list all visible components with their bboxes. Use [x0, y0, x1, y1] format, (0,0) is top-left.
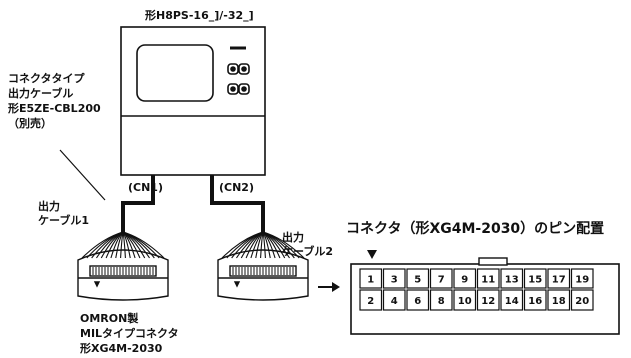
pin-cell: [406, 289, 430, 311]
cables: [121, 175, 265, 232]
pin-number: 7: [438, 275, 445, 286]
connector-note-line-2: MILタイプコネクタ: [80, 327, 179, 340]
pin-number: 14: [505, 296, 519, 307]
pin-number: 12: [481, 296, 495, 307]
pin-number: 10: [458, 296, 472, 307]
model-label: 形H8PS-16_]/-32_]: [145, 9, 254, 22]
pin-cell: [500, 268, 524, 289]
connector-note-line-1: OMRON製: [80, 312, 139, 325]
cable1-label-line-1: 出力: [38, 200, 60, 213]
cable-note-line-1: コネクタタイプ: [8, 72, 85, 85]
pin-number: 17: [552, 275, 566, 286]
cable2-label-line-2: ケーブル2: [282, 245, 333, 258]
note-leader: [59, 149, 106, 201]
pin-cell: [523, 289, 547, 311]
key-tab: [478, 257, 508, 266]
pin-number: 6: [414, 296, 421, 307]
pin-number: 8: [438, 296, 445, 307]
pin-cell: [500, 289, 524, 311]
mil-connector-1: [77, 249, 169, 301]
pin-number: 15: [528, 275, 542, 286]
pin-number: 3: [391, 275, 398, 286]
pin-cell: [429, 289, 453, 311]
pin-number: 16: [528, 296, 542, 307]
pin-number: 9: [461, 275, 468, 286]
pin-number: 11: [481, 275, 495, 286]
pin-cell: [382, 268, 406, 289]
pin-cell: [523, 268, 547, 289]
pin-number: 1: [367, 275, 374, 286]
pin-number: 2: [367, 296, 374, 307]
pin-number: 20: [575, 296, 589, 307]
cable1-label-line-2: ケーブル1: [38, 214, 89, 227]
pin1-marker: [367, 250, 377, 259]
cable-note-line-2: 出力ケーブル: [8, 87, 74, 100]
pin-cell: [476, 289, 500, 311]
cable2-label-line-1: 出力: [282, 231, 304, 244]
cn2-label: (CN2): [219, 181, 254, 194]
pin-cell: [382, 289, 406, 311]
pin-layout-title: コネクタ（形XG4M-2030）のピン配置: [346, 221, 605, 237]
pin-cell: [570, 268, 594, 289]
cable-note-line-3: 形E5ZE-CBL200: [8, 102, 101, 115]
arrow-right: [318, 282, 340, 292]
cable-2-line: [210, 175, 265, 232]
pin-cell: [406, 268, 430, 289]
pin-number: 18: [552, 296, 566, 307]
pin-number: 19: [575, 275, 589, 286]
pin-cell: [453, 268, 477, 289]
connector-ribs: [92, 267, 294, 275]
pin-cell: [453, 289, 477, 311]
pin-number: 5: [414, 275, 421, 286]
pin-cell: [359, 268, 383, 289]
cn1-label: (CN1): [128, 181, 163, 194]
pin-layout: [350, 250, 620, 335]
pin-cell: [429, 268, 453, 289]
pin-cell: [547, 289, 571, 311]
device-body: [120, 26, 266, 176]
pin-number: 4: [391, 296, 398, 307]
pin-cell: [570, 289, 594, 311]
pin-cell: [359, 289, 383, 311]
cable-1-line: [121, 175, 155, 232]
timer-device: [120, 26, 266, 176]
device-display: [136, 44, 214, 102]
pin-number: 13: [505, 275, 519, 286]
pin-cell: [476, 268, 500, 289]
cable-note-line-4: （別売）: [8, 117, 52, 130]
mil-connector-2: [217, 249, 309, 301]
connector-note-line-3: 形XG4M-2030: [80, 342, 163, 355]
device-buttons: [227, 63, 250, 95]
pin-cell: [547, 268, 571, 289]
